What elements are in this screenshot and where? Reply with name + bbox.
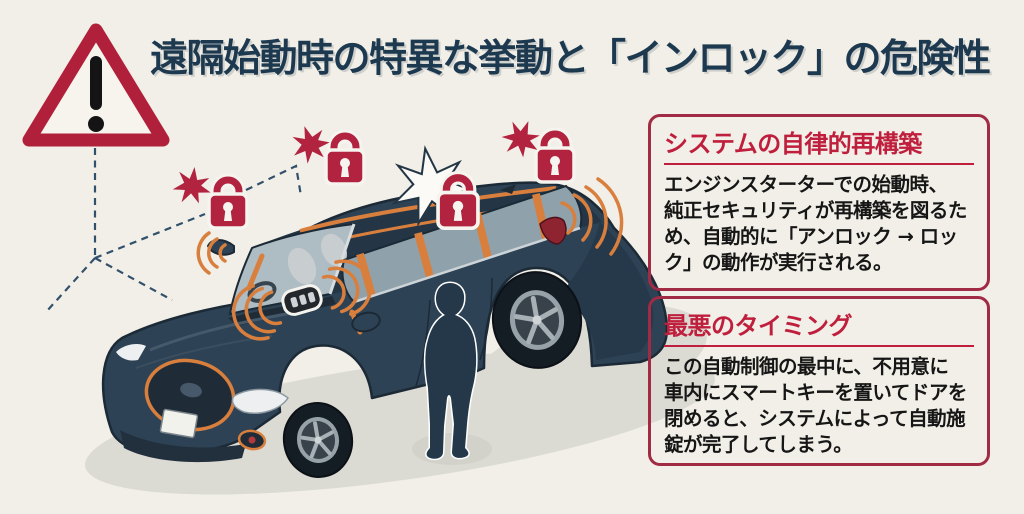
panel-worst-timing: 最悪のタイミング この自動制御の最中に、不用意に 車内にスマートキーを置いてドア… — [648, 296, 990, 466]
front-wheel — [282, 402, 354, 478]
padlock-icon-4 — [536, 134, 574, 182]
radio-waves-key-fob — [231, 259, 373, 341]
fog-light — [237, 429, 267, 451]
warning-triangle-icon — [22, 23, 170, 147]
panel-body: エンジンスターターでの始動時、 純正セキュリティが再構築を図るた め、自動的に「… — [664, 173, 967, 275]
headlight — [231, 388, 289, 414]
padlock-icon-2 — [326, 136, 364, 184]
rear-wheel — [491, 271, 583, 369]
person-silhouette — [423, 281, 478, 461]
taillight — [539, 216, 567, 245]
panel-body: この自動制御の最中に、不用意に 車内にスマートキーを置いてドアを 閉めると、シス… — [664, 355, 967, 457]
radio-waves-rear — [560, 177, 624, 256]
page-title: 遠隔始動時の特異な挙動と「インロック」の危険性 — [150, 36, 991, 80]
suv-car — [101, 181, 669, 478]
panel-system-rebuild: システムの自律的再構築 エンジンスターターでの始動時、 純正セキュリティが再構築… — [648, 114, 990, 291]
license-plate — [159, 408, 199, 439]
radio-waves-left-mirror — [196, 231, 227, 275]
panel-heading: システムの自律的再構築 — [664, 124, 974, 165]
padlock-icon-1 — [209, 180, 247, 228]
panel-heading: 最悪のタイミング — [664, 306, 974, 347]
side-mirror-right — [351, 311, 381, 333]
smart-key-fob-icon — [231, 259, 373, 341]
dashed-connector-lines — [45, 148, 303, 313]
